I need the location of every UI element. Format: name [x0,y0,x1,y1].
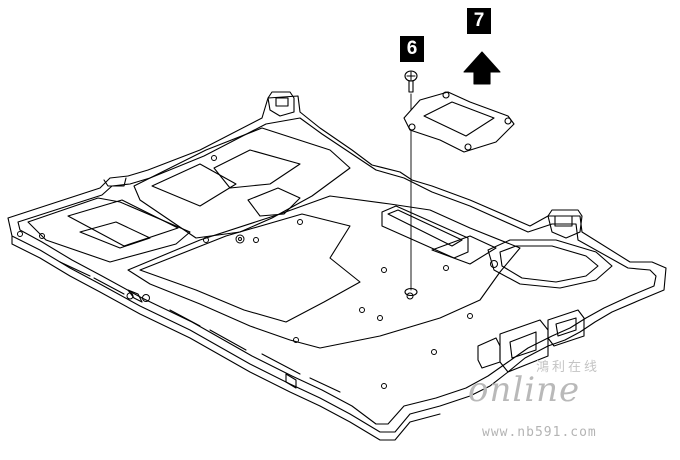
watermark-logo: online [468,370,581,410]
removed-bracket [403,91,515,153]
io-ports [477,309,585,373]
hinge-bracket-right [547,209,583,239]
fan-opening [487,239,613,289]
hinge-bracket-left [267,91,295,117]
step-badge-6: 6 [400,36,424,62]
connector-slot [381,205,469,259]
watermark-url: www.nb591.com [482,425,597,440]
left-bay [27,177,191,263]
screw-holes [17,155,498,389]
upper-plate [133,127,351,239]
step-badge-7: 7 [467,8,491,34]
base-cover-outline [7,95,667,441]
center-plate [127,195,521,349]
lift-arrow-icon [463,51,501,85]
watermark-cjk: 鴻利在线 [536,360,601,375]
front-edge-details [59,261,341,393]
screw-icon [404,70,418,93]
